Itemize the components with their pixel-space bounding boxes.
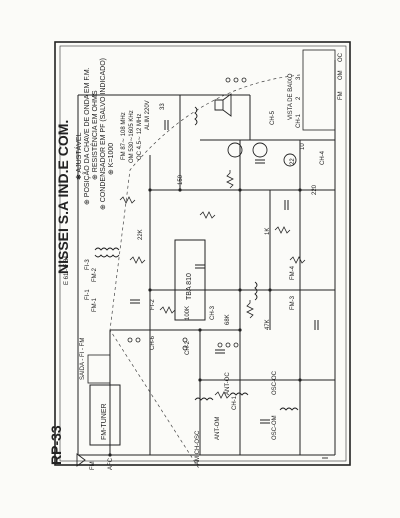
saida-box (87, 354, 111, 384)
part-100k: 100K (185, 305, 191, 320)
outer-border (54, 41, 351, 466)
switch-contacts (127, 77, 247, 351)
part-fi1: FI-1 (85, 289, 91, 300)
ground-symbols (76, 453, 330, 467)
part-osc-om: OSC-OM (272, 415, 278, 440)
model-number: RP-33 (48, 425, 64, 465)
part-fm1: FM-1 (92, 298, 98, 312)
capacitors (130, 120, 319, 424)
part-1k: 1K (265, 227, 271, 235)
part-33: 33 (160, 103, 166, 110)
part-ant-om: ANT-OM (215, 416, 221, 440)
part-22: 22 (290, 158, 296, 165)
fm-tuner-label: FM-TUNER (101, 403, 108, 440)
band-oc: OC 4.5∼ 12 MHz (137, 113, 143, 160)
label-om-band: OM (338, 70, 344, 80)
transistors (227, 142, 297, 167)
part-47k: 47K (265, 319, 271, 330)
part-ch6: CH-6 (150, 335, 156, 350)
band-alim: ALIM 220V (145, 100, 151, 130)
fm-tuner-box (89, 384, 121, 446)
part-fm: FM (90, 461, 96, 470)
part-ch5: CH-5 (270, 110, 276, 125)
bus-lines (77, 60, 336, 456)
part-am-ch-osc: AM CH-OSC (195, 430, 201, 465)
legend-line-5: ⊕ K=1000 (108, 142, 115, 175)
label-oc-band: OC (338, 53, 344, 62)
gang-dashed-line (109, 74, 301, 471)
part-ch3: CH-3 (210, 305, 216, 320)
part-68k: 68K (225, 314, 231, 325)
part-ant-oc: ANT-OC (225, 372, 231, 395)
resistors (119, 170, 306, 399)
part-afc: AFC (108, 458, 114, 470)
part-10: 10 (300, 143, 306, 150)
part-fm4: FM-4 (290, 266, 296, 280)
legend-line-2: ⊕ POSIÇÃO DA CHAVE DE ONDA EM F.M. (84, 67, 91, 205)
company-name: NISSEI S.A IND.E COM. (55, 119, 71, 274)
switch-view-title: VISTA DE BAIXO (288, 73, 294, 120)
part-fi3: FI-3 (85, 259, 91, 270)
label-fm-band: FM (338, 91, 344, 100)
coils (94, 106, 299, 411)
switch-view-item-3: 3 (296, 76, 302, 80)
legend-line-3: ⊕ RESISTÊNCIA EM OHMS (92, 90, 99, 181)
part-fm3: FM-3 (290, 296, 296, 310)
junction-dots (108, 188, 302, 457)
part-ch1: CH-1 (232, 395, 238, 410)
ic-label: TBA 810 (186, 273, 193, 300)
part-fi2: FI-2 (150, 299, 156, 310)
switch-view-item-2: 2 (296, 96, 302, 100)
part-ch2: CH-2 (185, 340, 191, 355)
part-22k: 22K (138, 229, 144, 240)
saida-label: SAIDA - FI - FM (80, 337, 86, 380)
part-150: 150 (178, 174, 184, 185)
stamp-code: E 61 - F 81 (64, 255, 70, 285)
inner-border (59, 45, 347, 462)
legend-line-1: ✱ AJUSTÁVEL (76, 132, 83, 181)
legend-line-4: ⊕ CONDENSADOR EM PF (SALVO INDICADO) (100, 58, 107, 210)
part-osc-oc: OSC-OC (272, 371, 278, 395)
band-fm: FM 87∼ 108 MHz (121, 112, 127, 160)
switch-view-item-1: CH-1 (296, 113, 302, 128)
part-ch4: CH-4 (320, 150, 326, 165)
switch-view-box (302, 49, 336, 131)
speaker-symbol (214, 93, 232, 117)
band-om: OM 530∼1605 KHz (129, 110, 135, 163)
ic-box (174, 239, 206, 321)
part-fm2: FM-2 (92, 268, 98, 282)
part-220: 220 (312, 184, 318, 195)
